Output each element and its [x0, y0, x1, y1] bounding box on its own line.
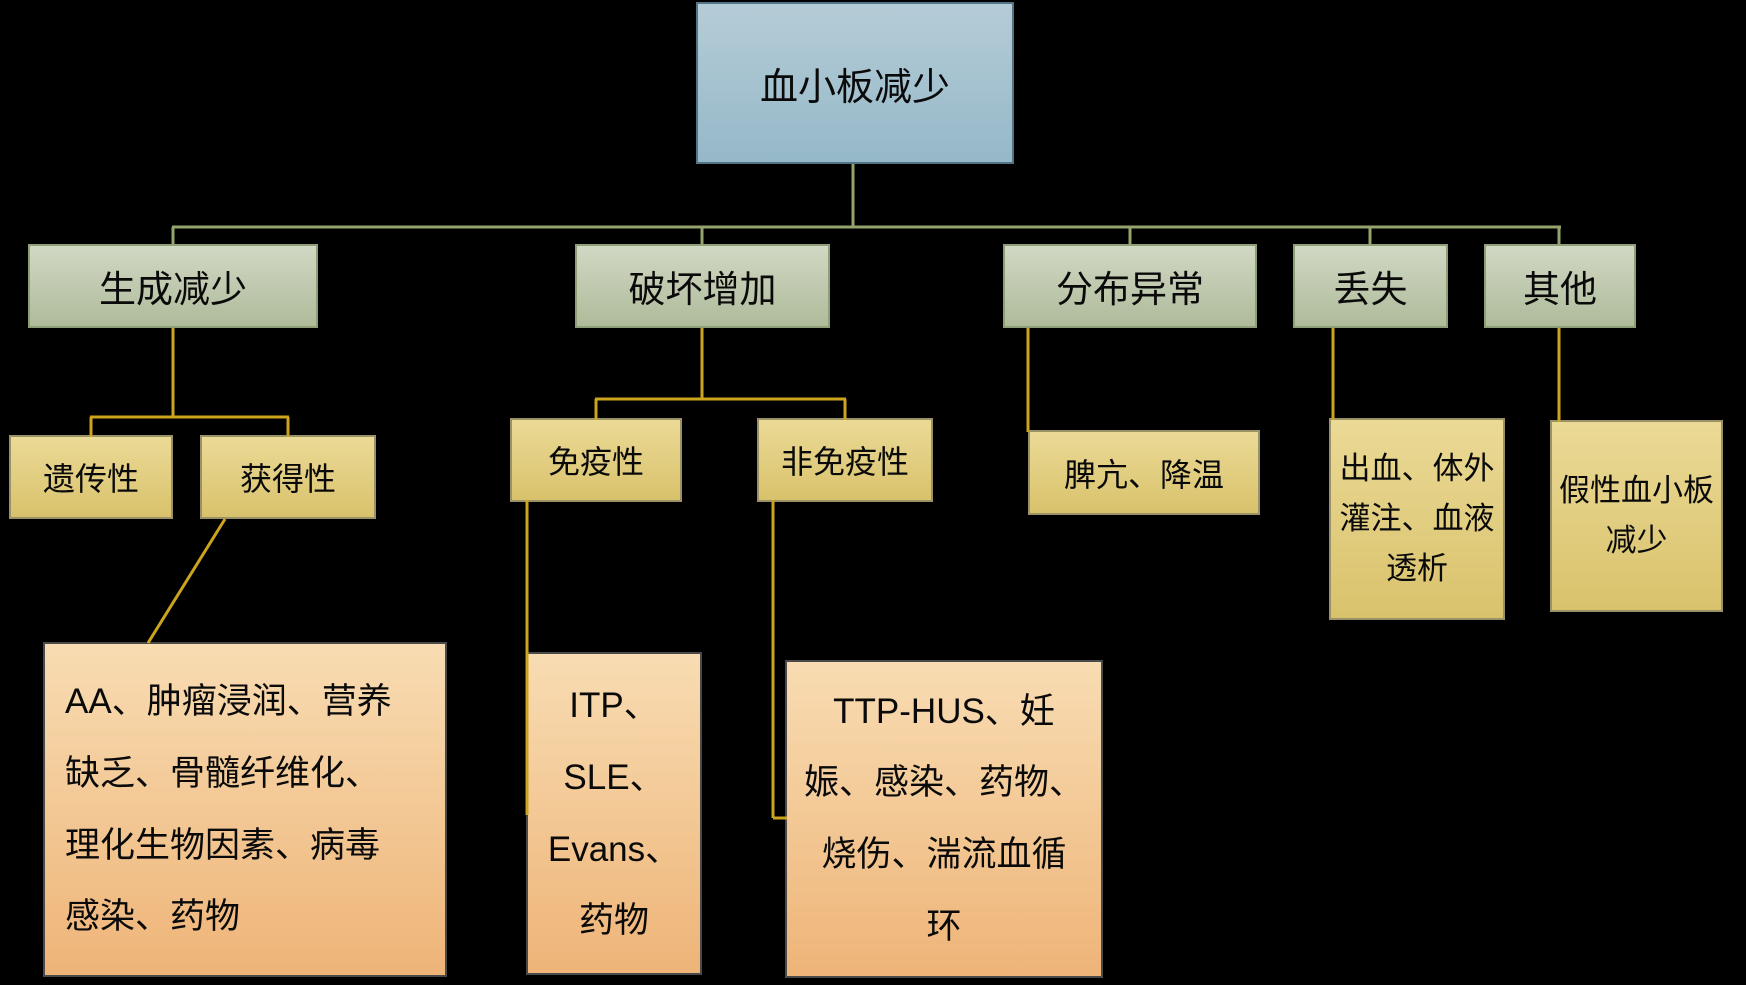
node-acquired: 获得性	[200, 435, 376, 519]
node-destruction-increase: 破坏增加	[575, 244, 830, 328]
node-pseudothrombocytopenia: 假性血小板 减少	[1550, 420, 1723, 612]
node-hereditary: 遗传性	[9, 435, 173, 519]
node-bleeding-perfusion-dialysis: 出血、体外 灌注、血液 透析	[1329, 418, 1505, 620]
node-generation-decrease: 生成减少	[28, 244, 318, 328]
node-immune: 免疫性	[510, 418, 682, 502]
node-distribution-abnormal: 分布异常	[1003, 244, 1257, 328]
connector-acquired-detail-diagonal	[146, 518, 227, 644]
node-non-immune: 非免疫性	[757, 418, 933, 502]
node-hypersplenism-hypothermia: 脾亢、降温	[1028, 430, 1260, 515]
node-immune-causes-detail: ITP、 SLE、 Evans、 药物	[526, 652, 702, 975]
node-other: 其他	[1484, 244, 1636, 328]
node-non-immune-causes-detail: TTP-HUS、妊 娠、感染、药物、 烧伤、湍流血循 环	[785, 660, 1103, 978]
node-thrombocytopenia-root: 血小板减少	[696, 2, 1014, 164]
node-loss: 丢失	[1293, 244, 1448, 328]
node-acquired-causes-detail: AA、肿瘤浸润、营养 缺乏、骨髓纤维化、 理化生物因素、病毒 感染、药物	[43, 642, 447, 977]
